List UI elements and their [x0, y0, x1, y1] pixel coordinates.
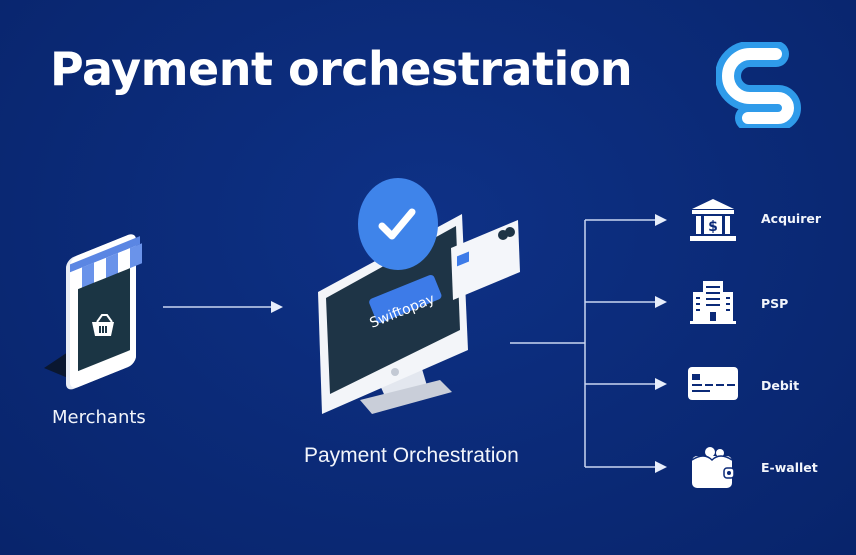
destination-label-e-wallet: E-wallet — [761, 460, 818, 475]
page-title: Payment orchestration — [50, 42, 633, 96]
payment-orchestration-label: Payment Orchestration — [304, 444, 519, 467]
bank-icon: $ — [690, 199, 736, 241]
debit-card-icon — [688, 367, 738, 400]
swiftopay-badge — [369, 274, 442, 323]
destination-label-acquirer: Acquirer — [761, 211, 822, 226]
merchants-label: Merchants — [52, 407, 146, 428]
svg-text:$: $ — [708, 219, 718, 235]
credit-card-icon — [451, 220, 520, 300]
swiftopay-s-logo-icon — [716, 42, 801, 128]
wallet-icon — [691, 447, 735, 488]
destination-label-psp: PSP — [761, 296, 789, 311]
destination-label-debit: Debit — [761, 378, 800, 393]
building-icon — [690, 281, 736, 324]
